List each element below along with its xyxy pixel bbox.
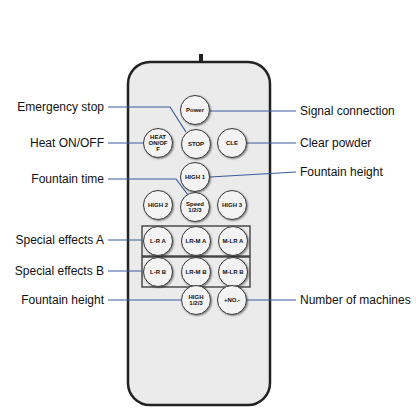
remote-button: L-R B — [143, 257, 173, 287]
remote-body — [128, 62, 270, 405]
button-label: Speed 1/2/3 — [185, 201, 206, 214]
callout-label: Fountain height — [21, 292, 104, 308]
remote-button: L-R A — [143, 226, 173, 256]
remote-button: CLE — [217, 128, 247, 158]
remote-button: M-LR A — [218, 226, 248, 256]
remote-button: HEAT ON/OFF — [143, 128, 173, 158]
callout-label: Number of machines — [300, 292, 411, 308]
button-label: L-R A — [148, 238, 169, 244]
leader-line — [247, 299, 296, 300]
callout-label: Clear powder — [300, 135, 371, 151]
remote-button: HIGH 3 — [217, 190, 247, 220]
group-bracket — [142, 226, 250, 256]
remote-button: Speed 1/2/3 — [180, 192, 210, 222]
remote-button: STOP — [181, 129, 211, 159]
leader-line — [108, 270, 141, 271]
button-label: STOP — [186, 141, 207, 147]
button-label: L-R B — [148, 269, 169, 275]
callout-label: Emergency stop — [17, 99, 104, 115]
button-label: HEAT ON/OFF — [148, 134, 169, 153]
leader-lines — [108, 107, 296, 300]
button-label: CLE — [222, 140, 243, 146]
callout-label: Special effects A — [16, 232, 105, 248]
button-label: Power — [185, 107, 206, 113]
remote-button: HIGH 1 — [180, 162, 210, 192]
leader-line — [108, 142, 143, 143]
remote-button: Power — [180, 95, 210, 125]
remote-button: LR-M B — [181, 257, 211, 287]
button-label: +NO.- — [222, 297, 243, 303]
leader-line — [108, 107, 186, 132]
button-label: HIGH 3 — [222, 202, 243, 208]
button-label: HIGH 1 — [185, 174, 206, 180]
leader-line — [108, 299, 181, 300]
leader-line — [210, 172, 296, 177]
button-label: HIGH 1/2/3 — [186, 294, 207, 307]
button-label: LR-M B — [186, 269, 207, 275]
button-label: M-LR A — [223, 238, 244, 244]
remote-button: LR-M A — [181, 226, 211, 256]
remote-button: HIGH 2 — [143, 190, 173, 220]
callout-label: Special effects B — [15, 263, 104, 279]
button-label: LR-M A — [186, 238, 207, 244]
button-label: HIGH 2 — [148, 202, 169, 208]
callout-label: Heat ON/OFF — [30, 135, 104, 151]
button-label: M-LR B — [223, 269, 244, 275]
remote-button: M-LR B — [218, 257, 248, 287]
remote-button: HIGH 1/2/3 — [181, 285, 211, 315]
group-bracket — [142, 257, 250, 287]
callout-label: Fountain height — [300, 164, 383, 180]
callout-label: Fountain time — [31, 171, 104, 187]
leader-line — [108, 239, 141, 240]
leader-line — [210, 110, 296, 111]
remote-button: +NO.- — [217, 285, 247, 315]
leader-line — [247, 142, 296, 143]
callout-label: Signal connection — [300, 103, 395, 119]
